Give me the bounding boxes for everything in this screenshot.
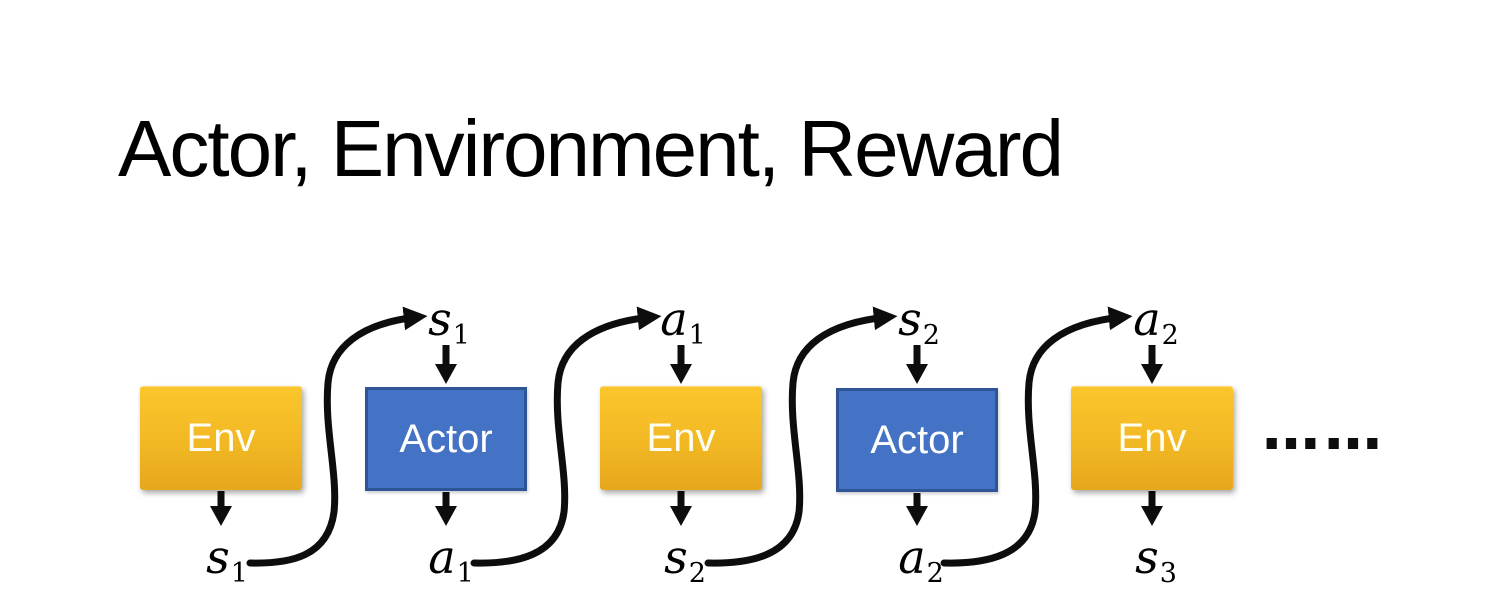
bottom-label-a1: a1 — [428, 530, 474, 589]
down-arrow-out-env2 — [670, 491, 692, 526]
down-arrow-into-actor2 — [906, 345, 928, 384]
top-label-s2: s2 — [898, 292, 940, 351]
down-arrow-out-actor2 — [906, 493, 928, 526]
actor-box-2-label: Actor — [870, 417, 964, 462]
env-box-1: Env — [140, 386, 302, 490]
env-box-2-label: Env — [646, 415, 716, 460]
top-label-a2: a2 — [1133, 292, 1179, 351]
env-box-2: Env — [600, 386, 762, 490]
top-label-s1: s1 — [428, 292, 470, 351]
top-label-a1: a1 — [660, 292, 706, 351]
ellipsis-dots: …… — [1262, 395, 1386, 463]
bottom-label-a2: a2 — [898, 530, 944, 589]
actor-box-2: Actor — [836, 388, 998, 492]
curved-arrow-s1 — [246, 306, 428, 567]
actor-box-1: Actor — [365, 387, 527, 491]
curved-arrow-s2 — [704, 306, 898, 567]
env-box-3: Env — [1071, 386, 1233, 490]
down-arrow-into-env2 — [670, 345, 692, 384]
down-arrow-into-env3 — [1141, 345, 1163, 384]
down-arrow-out-actor1 — [435, 492, 457, 526]
env-box-3-label: Env — [1117, 415, 1187, 460]
down-arrow-out-env1 — [210, 491, 232, 526]
bottom-label-s2: s2 — [664, 530, 706, 589]
slide-title: Actor, Environment, Reward — [118, 104, 1064, 193]
curved-arrow-a1 — [470, 306, 662, 567]
curved-arrow-a2 — [940, 306, 1133, 567]
down-arrow-into-actor1 — [435, 345, 457, 384]
bottom-label-s3: s3 — [1135, 530, 1177, 589]
env-box-1-label: Env — [186, 415, 256, 460]
actor-box-1-label: Actor — [399, 416, 493, 461]
down-arrow-out-env3 — [1141, 491, 1163, 526]
bottom-label-s1: s1 — [206, 530, 248, 589]
